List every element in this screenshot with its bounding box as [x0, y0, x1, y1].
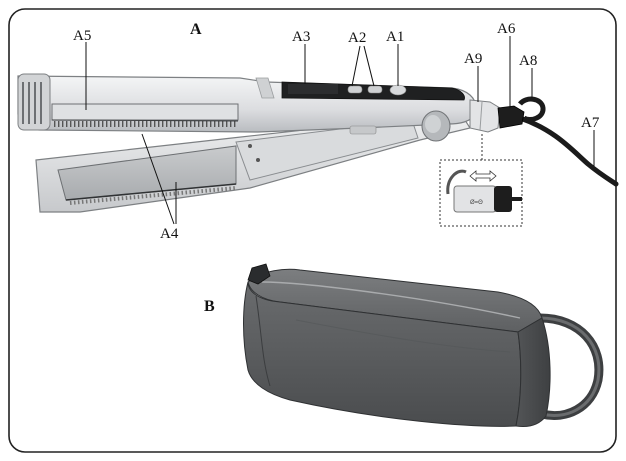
callout-a7: A7: [581, 115, 600, 131]
swivel-collar: [469, 99, 501, 133]
callout-a2: A2: [348, 30, 366, 46]
lock-slider: [349, 125, 377, 135]
button-minus: [347, 85, 363, 94]
callout-a9: A9: [464, 51, 482, 67]
double-arrow-icon: [469, 170, 497, 182]
callout-a1: A1: [386, 29, 404, 45]
bag-top: [247, 268, 543, 333]
hinge-knob-face: [425, 115, 441, 133]
callout-a3: A3: [292, 29, 310, 45]
upper-plate: [51, 103, 239, 121]
callout-a5: A5: [73, 28, 91, 44]
inset-label: Ø=Θ: [470, 200, 483, 206]
section-label-b: B: [204, 298, 215, 315]
power-cord: [517, 115, 619, 187]
rivet-2: [256, 158, 260, 162]
body-ridge: [255, 77, 275, 99]
cord-plug: [497, 105, 525, 129]
hanging-loop: [518, 96, 546, 123]
leader-lines: [85, 36, 595, 225]
bag-front: [243, 281, 522, 427]
bag-zipper: [261, 281, 521, 319]
swivel-detail-inset: Ø=Θ: [439, 134, 523, 227]
callout-a6: A6: [497, 21, 516, 37]
callout-a8: A8: [519, 53, 537, 69]
button-plus: [367, 85, 383, 94]
lower-plate-edge: [65, 183, 237, 201]
rivet-1: [248, 144, 252, 148]
zipper-pull: [247, 263, 271, 285]
storage-bag: [243, 263, 604, 427]
flat-iron: [17, 73, 619, 213]
callout-a4: A4: [160, 226, 179, 242]
upper-plate-line: [51, 119, 239, 122]
section-label-a: A: [190, 21, 202, 38]
display-strip: [288, 84, 338, 94]
power-button: [389, 84, 407, 96]
tip-grille: [17, 73, 51, 131]
bag-end: [515, 317, 551, 427]
